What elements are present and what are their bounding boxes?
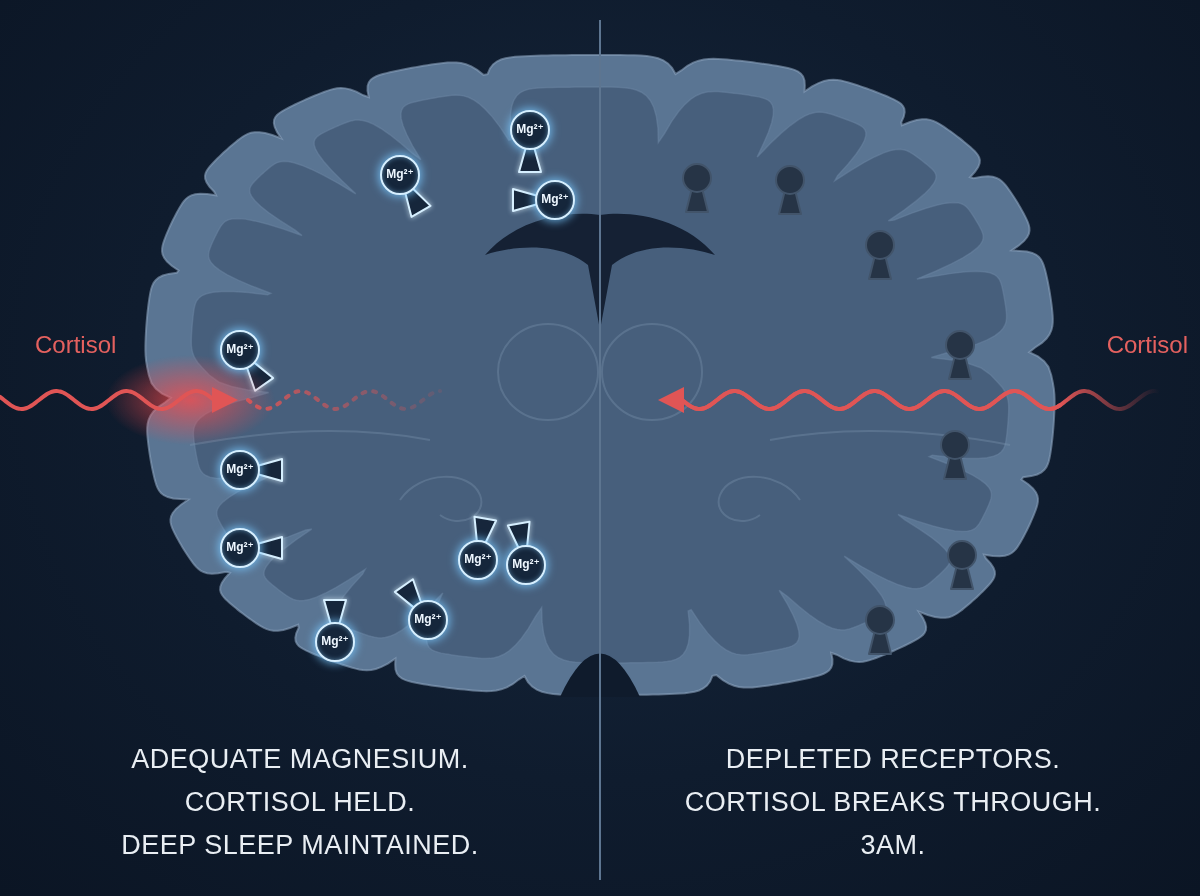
receptor-label: Mg²⁺ [226,541,254,554]
receptor-label: Mg²⁺ [226,463,254,476]
caption-line: 3AM. [860,831,925,861]
magnesium-receptor: Mg²⁺ [506,545,546,585]
receptor-stems [241,147,541,625]
magnesium-receptor: Mg²⁺ [380,155,420,195]
cortisol-label: Cortisol [35,332,116,358]
caption-line: ADEQUATE MAGNESIUM. [131,745,469,775]
magnesium-receptor: Mg²⁺ [315,622,355,662]
caption-line: CORTISOL BREAKS THROUGH. [685,788,1102,818]
cortisol-wave [682,391,1060,409]
receptor-label: Mg²⁺ [386,168,414,181]
magnesium-receptor: Mg²⁺ [408,600,448,640]
cortisol-wave [682,391,1160,409]
depleted-receptors [683,164,976,654]
magnesium-receptor: Mg²⁺ [220,450,260,490]
receptor-label: Mg²⁺ [541,193,569,206]
magnesium-receptor: Mg²⁺ [220,330,260,370]
magnesium-receptor: Mg²⁺ [220,528,260,568]
caption-line: DEEP SLEEP MAINTAINED. [121,831,479,861]
caption-line: CORTISOL HELD. [185,788,416,818]
cortisol-waves [0,391,1160,409]
cortisol-wave [0,391,214,409]
magnesium-receptor: Mg²⁺ [535,180,575,220]
receptor-label: Mg²⁺ [464,553,492,566]
receptor-label: Mg²⁺ [414,613,442,626]
magnesium-receptor: Mg²⁺ [510,110,550,150]
magnesium-receptor: Mg²⁺ [458,540,498,580]
blocked-cortisol [248,391,440,409]
receptor-label: Mg²⁺ [512,558,540,571]
receptor-label: Mg²⁺ [516,123,544,136]
divider-line [599,20,601,880]
arrowhead [212,387,238,413]
receptor-label: Mg²⁺ [226,343,254,356]
receptor-label: Mg²⁺ [321,635,349,648]
arrowhead [658,387,684,413]
caption-line: DEPLETED RECEPTORS. [726,745,1061,775]
cortisol-label: Cortisol [1107,332,1188,358]
